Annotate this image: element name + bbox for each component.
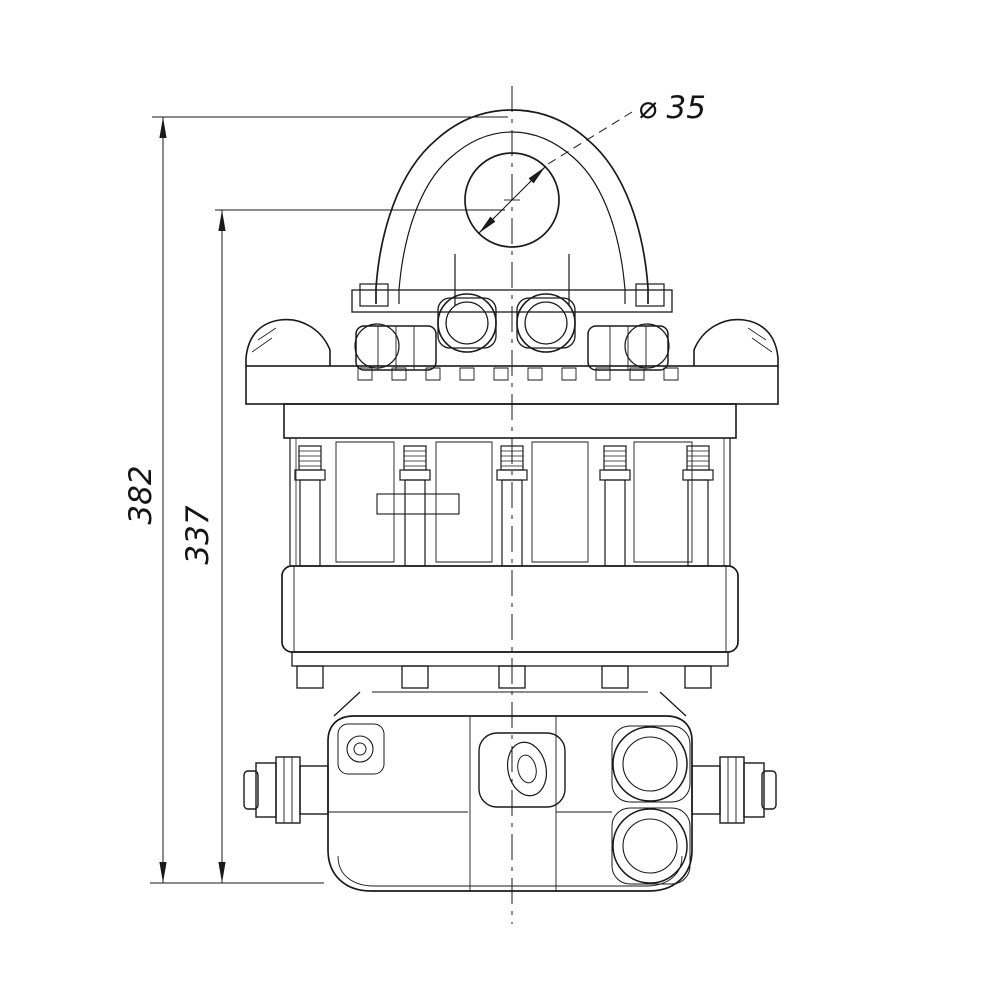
dimension-337: 337 (180, 505, 216, 564)
diameter-callout: ⌀ 35 (478, 90, 706, 234)
left-hose-fitting (243, 756, 329, 824)
housing-port-lower (612, 808, 688, 884)
middle-flange (281, 565, 739, 653)
tie-rod-cage (289, 438, 731, 567)
dimension-arrows (159, 117, 226, 883)
dimension-382-label: 382 (123, 465, 159, 524)
diameter-label: ⌀ 35 (638, 90, 706, 126)
dimension-382: 382 (123, 465, 159, 524)
right-hose-fitting (691, 756, 777, 824)
center-window (478, 732, 566, 808)
bottom-housing (327, 715, 693, 892)
dimension-lines (150, 116, 508, 884)
port-circle-left (437, 293, 497, 353)
port-circle-right (516, 293, 576, 353)
housing-port-upper (612, 726, 688, 802)
dimension-337-label: 337 (180, 505, 216, 564)
top-flange (245, 318, 779, 439)
hydraulic-manifold (351, 289, 673, 371)
eye-hole (464, 152, 560, 248)
lower-bolt-ring (291, 651, 729, 717)
